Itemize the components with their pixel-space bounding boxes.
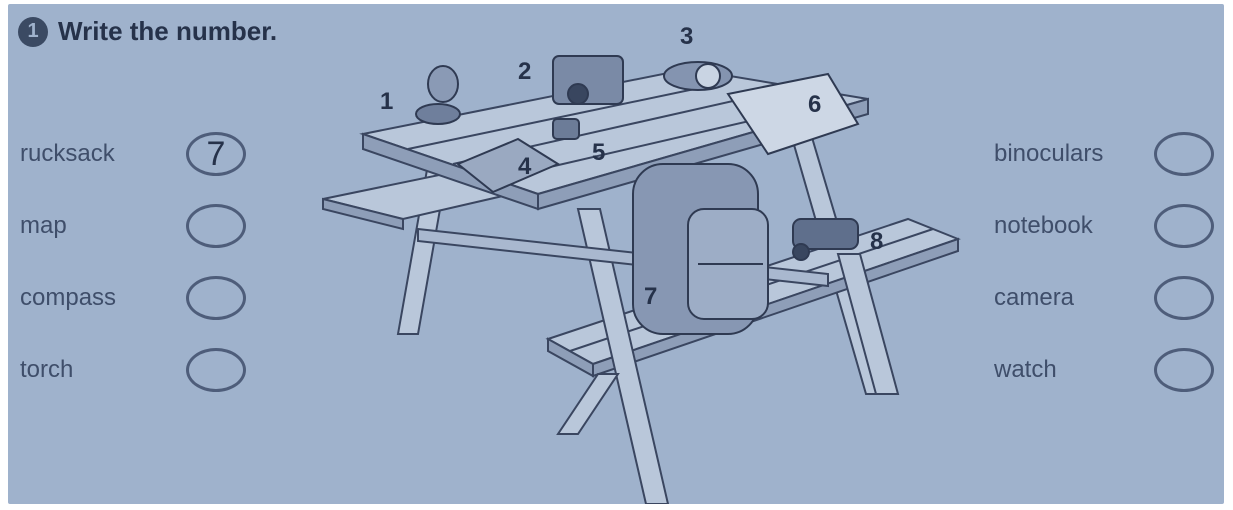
answer-oval[interactable]: [1154, 204, 1214, 248]
word-label: watch: [994, 356, 1057, 383]
picture-label: 4: [518, 153, 532, 180]
answer-oval[interactable]: [1154, 348, 1214, 392]
picture-label: 1: [380, 88, 393, 115]
picture-label: 6: [808, 91, 821, 118]
exercise-number-badge: 1: [18, 16, 48, 47]
answer-oval[interactable]: 7: [186, 132, 246, 176]
word-label: notebook: [994, 212, 1093, 239]
picture-label: 2: [518, 58, 531, 85]
picture-label: 7: [644, 283, 657, 310]
answer-oval[interactable]: [186, 276, 246, 320]
exercise-instruction: Write the number.: [58, 16, 278, 46]
word-label: rucksack: [20, 140, 115, 167]
word-label: map: [20, 212, 67, 239]
picture-label: 3: [680, 23, 693, 50]
answer-oval[interactable]: [186, 204, 246, 248]
map-object: [726, 72, 860, 156]
word-label: torch: [20, 356, 74, 383]
picture-label: 8: [870, 228, 883, 255]
answer-oval[interactable]: [186, 348, 246, 392]
torch-object: [552, 118, 580, 140]
notebook-object: [456, 137, 561, 194]
picnic-table-illustration: 1 2 3 4 5 6 7 8: [322, 23, 961, 504]
worksheet: 1 Write the number. rucksack 7 map compa…: [8, 4, 1224, 504]
word-label: binoculars: [994, 140, 1104, 167]
word-label: camera: [994, 284, 1075, 311]
answer-oval[interactable]: [1154, 276, 1214, 320]
picture-label: 5: [592, 139, 605, 166]
word-label: compass: [20, 284, 117, 311]
exercise-heading: 1 Write the number.: [18, 16, 277, 47]
binoculars-object: [792, 218, 859, 250]
compass-object: [415, 103, 461, 125]
table-leg: [576, 208, 670, 504]
answer-oval[interactable]: [1154, 132, 1214, 176]
